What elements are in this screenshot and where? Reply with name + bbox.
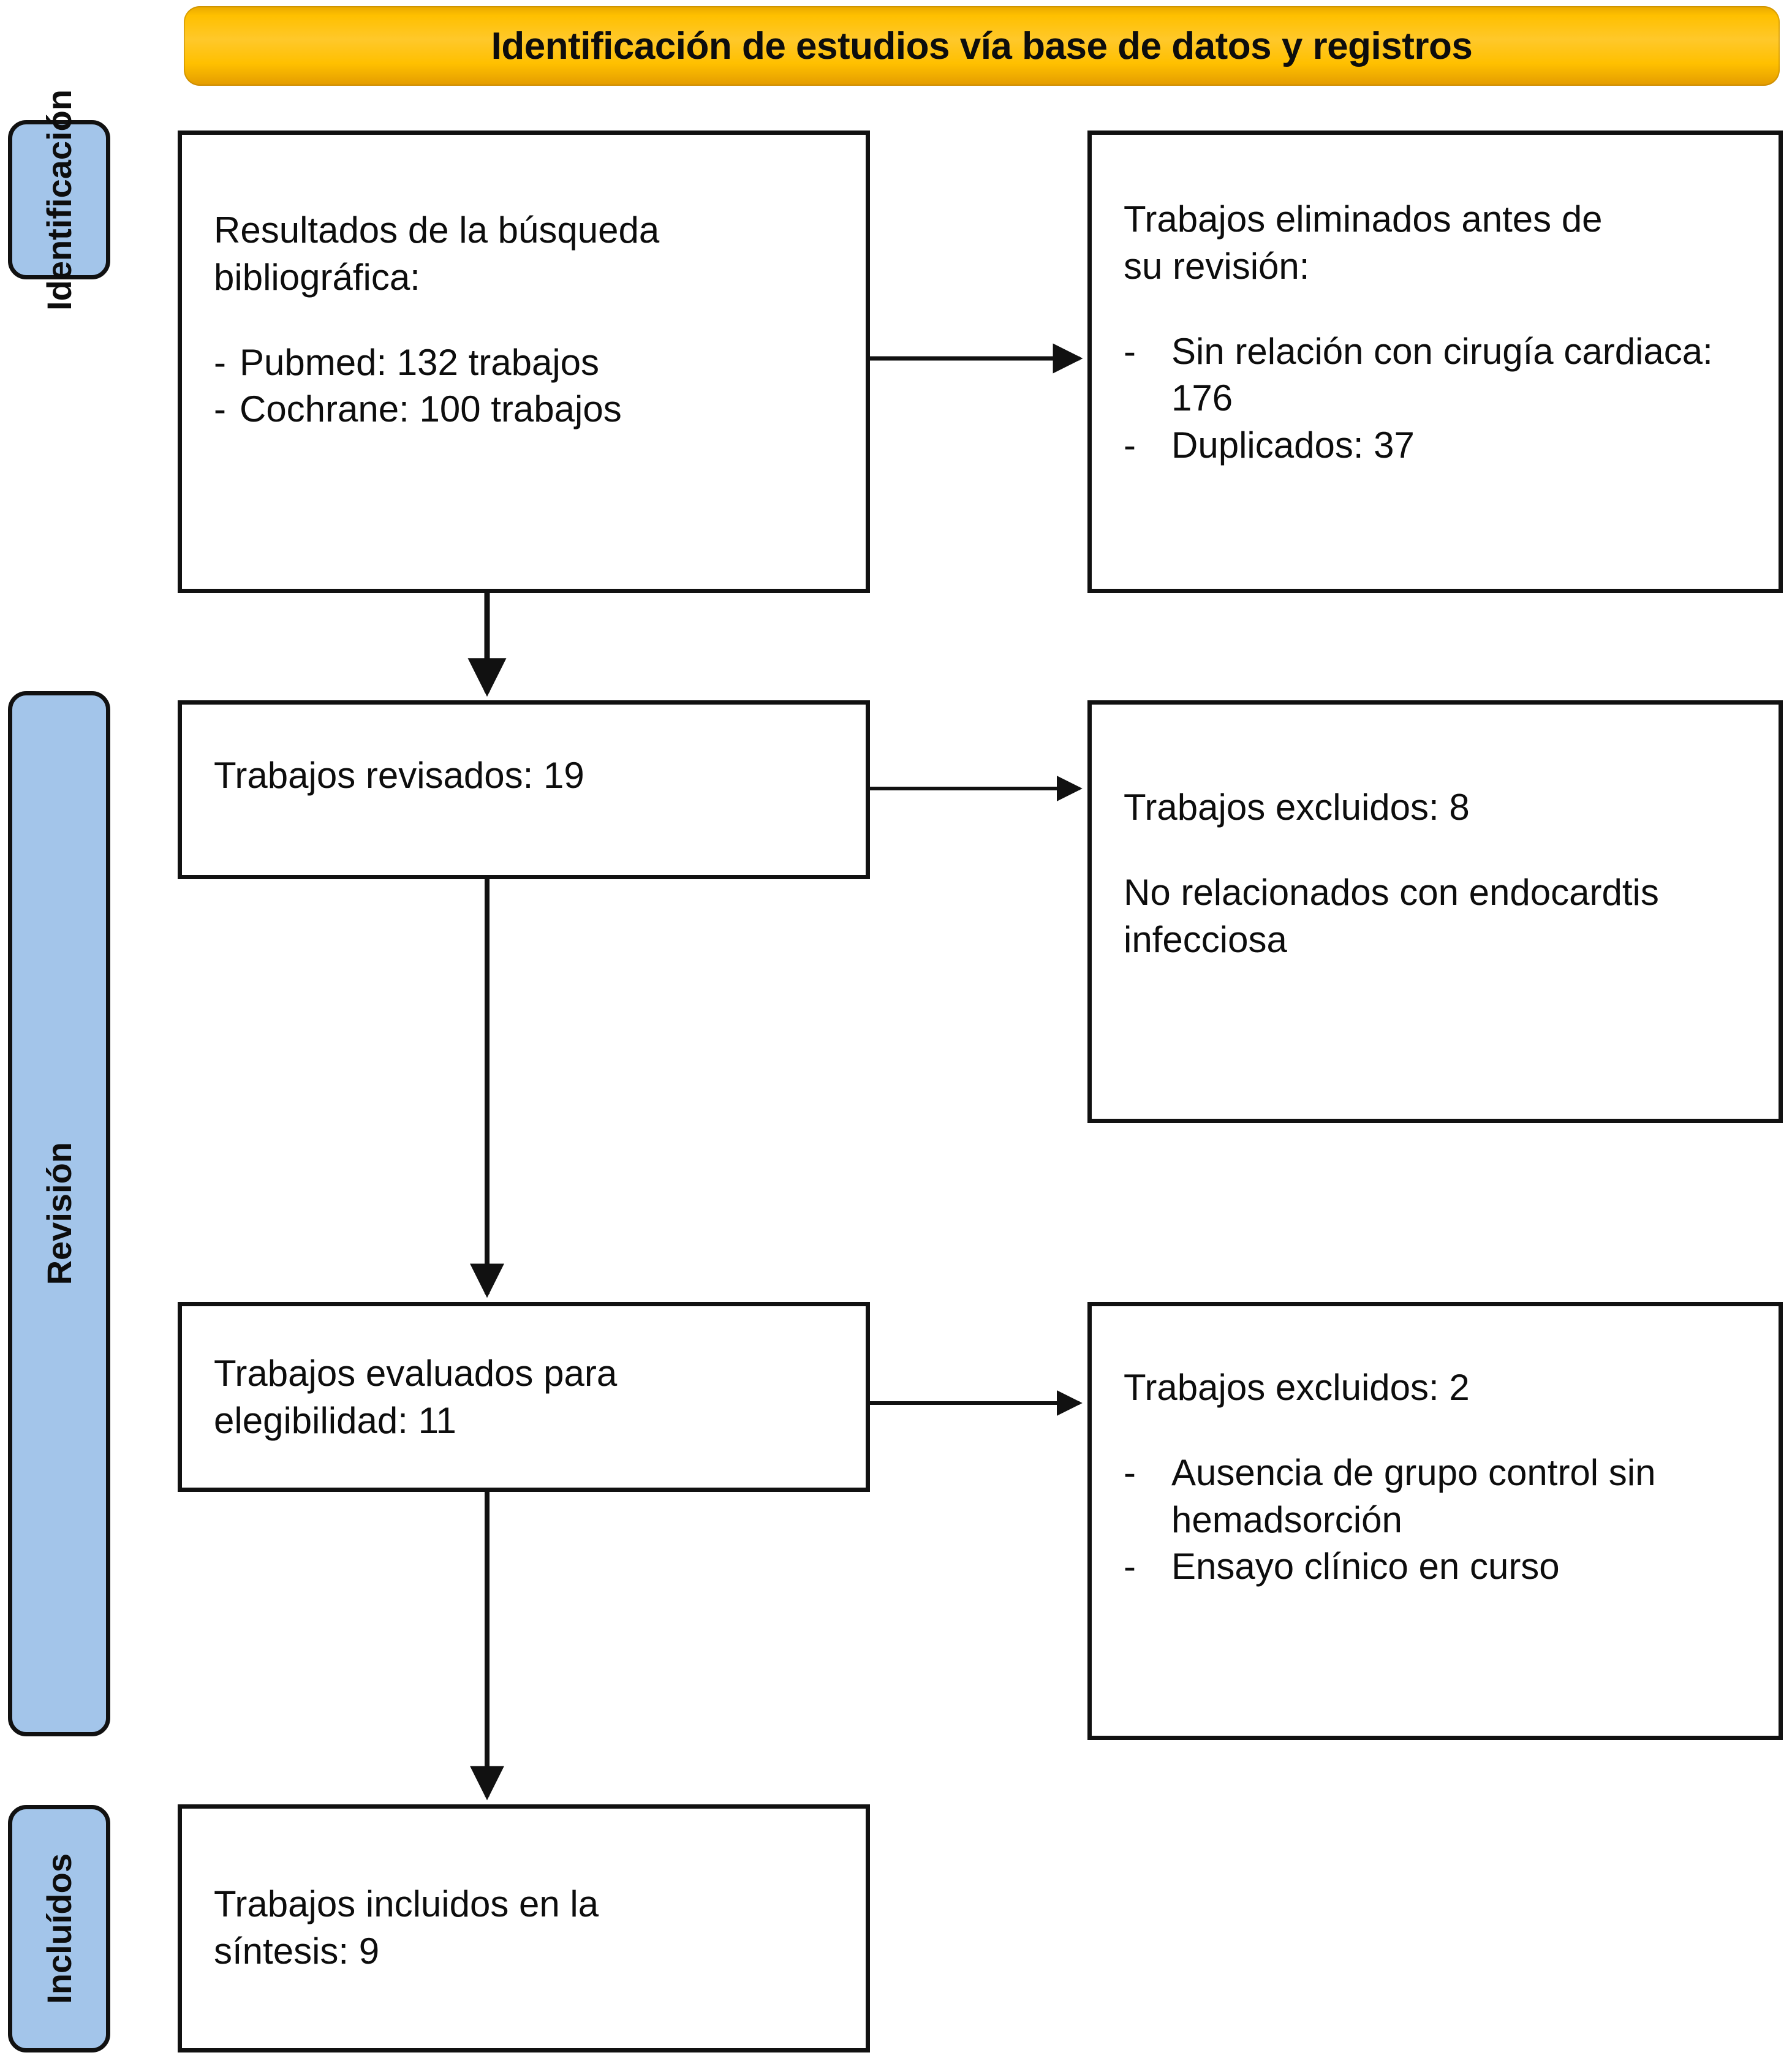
bullet-marker: -: [1124, 1451, 1136, 1493]
box-studies-included-content: Trabajos incluidos en la síntesis: 9: [214, 1881, 846, 1975]
box-search-results-item-cochrane: - Cochrane: 100 trabajos: [214, 386, 846, 433]
box-excluded-eligibility-item-no-control-text: Ausencia de grupo control sin hemadsorci…: [1171, 1451, 1656, 1540]
box-records-excluded-screening: Trabajos excluidos: 8 No relacionados co…: [1087, 700, 1783, 1123]
bullet-marker: -: [1124, 1546, 1136, 1587]
bullet-marker: -: [1124, 425, 1136, 466]
box-removed-before-screening-heading-line2: su revisión:: [1124, 245, 1310, 287]
box-assessed-for-eligibility-heading-line2: elegibilidad: 11: [214, 1399, 456, 1441]
box-excluded-eligibility-item-no-control: - Ausencia de grupo control sin hemadsor…: [1124, 1450, 1759, 1544]
box-records-excluded-screening-item-unrelated-text: No relacionados con endocardtis infeccio…: [1124, 871, 1659, 960]
box-studies-included-heading-line1: Trabajos incluidos en la: [214, 1883, 599, 1924]
stage-label-identificacion: Identificación: [8, 89, 110, 310]
box-assessed-for-eligibility-content: Trabajos evaluados para elegibilidad: 11: [214, 1350, 846, 1445]
box-excluded-eligibility-item-ongoing-trial: - Ensayo clínico en curso: [1124, 1543, 1759, 1591]
box-search-results-heading-line2: bibliográfica:: [214, 256, 420, 298]
box-studies-included-heading-line2: síntesis: 9: [214, 1930, 380, 1972]
spacer: [1124, 1412, 1759, 1450]
box-removed-item-duplicates-text: Duplicados: 37: [1171, 425, 1415, 466]
box-assessed-for-eligibility-heading-line1: Trabajos evaluados para: [214, 1353, 618, 1394]
box-records-excluded-eligibility-content: Trabajos excluidos: 2 - Ausencia de grup…: [1124, 1364, 1759, 1591]
bullet-marker: -: [214, 341, 226, 383]
box-search-results-heading-line1: Resultados de la búsqueda: [214, 210, 660, 251]
box-removed-item-unrelated: - Sin relación con cirugía cardiaca: 176: [1124, 328, 1759, 423]
box-records-screened-content: Trabajos revisados: 19: [214, 752, 846, 800]
bullet-marker: -: [1124, 330, 1136, 372]
bullet-marker: -: [214, 388, 226, 430]
box-assessed-for-eligibility: Trabajos evaluados para elegibilidad: 11: [178, 1302, 870, 1492]
box-studies-included: Trabajos incluidos en la síntesis: 9: [178, 1804, 870, 2052]
diagram-title: Identificación de estudios vía base de d…: [491, 25, 1473, 67]
box-search-results: Resultados de la búsqueda bibliográfica:…: [178, 131, 870, 593]
stage-label-identificacion-text: Identificación: [40, 89, 78, 311]
box-removed-before-screening-heading-line1: Trabajos eliminados antes de: [1124, 199, 1603, 240]
box-search-results-item-pubmed: - Pubmed: 132 trabajos: [214, 339, 846, 387]
box-search-results-content: Resultados de la búsqueda bibliográfica:…: [214, 207, 846, 433]
box-records-excluded-screening-heading: Trabajos excluidos: 8: [1124, 787, 1470, 828]
stage-label-incluidos: Incluídos: [8, 1805, 110, 2052]
box-records-excluded-screening-content: Trabajos excluidos: 8 No relacionados co…: [1124, 784, 1759, 963]
box-removed-before-screening-content: Trabajos eliminados antes de su revisión…: [1124, 196, 1759, 469]
spacer: [214, 301, 846, 339]
box-search-results-item-cochrane-text: Cochrane: 100 trabajos: [239, 388, 622, 430]
stage-label-revision-text: Revisión: [40, 1142, 78, 1285]
spacer: [1124, 290, 1759, 328]
box-records-excluded-eligibility: Trabajos excluidos: 2 - Ausencia de grup…: [1087, 1302, 1783, 1740]
stage-label-revision: Revisión: [8, 691, 110, 1736]
box-records-excluded-eligibility-heading: Trabajos excluidos: 2: [1124, 1367, 1470, 1408]
box-removed-item-unrelated-text: Sin relación con cirugía cardiaca: 176: [1171, 330, 1713, 419]
stage-label-incluidos-text: Incluídos: [40, 1853, 78, 2004]
box-records-screened-heading: Trabajos revisados: 19: [214, 755, 584, 796]
diagram-header-banner: Identificación de estudios vía base de d…: [184, 6, 1780, 86]
box-records-excluded-screening-item-unrelated: No relacionados con endocardtis infeccio…: [1124, 869, 1759, 964]
box-excluded-eligibility-item-ongoing-trial-text: Ensayo clínico en curso: [1171, 1546, 1560, 1587]
spacer: [1124, 831, 1759, 869]
box-records-screened: Trabajos revisados: 19: [178, 700, 870, 879]
box-removed-before-screening: Trabajos eliminados antes de su revisión…: [1087, 131, 1783, 593]
box-removed-item-duplicates: - Duplicados: 37: [1124, 422, 1759, 469]
box-search-results-item-pubmed-text: Pubmed: 132 trabajos: [239, 341, 600, 383]
